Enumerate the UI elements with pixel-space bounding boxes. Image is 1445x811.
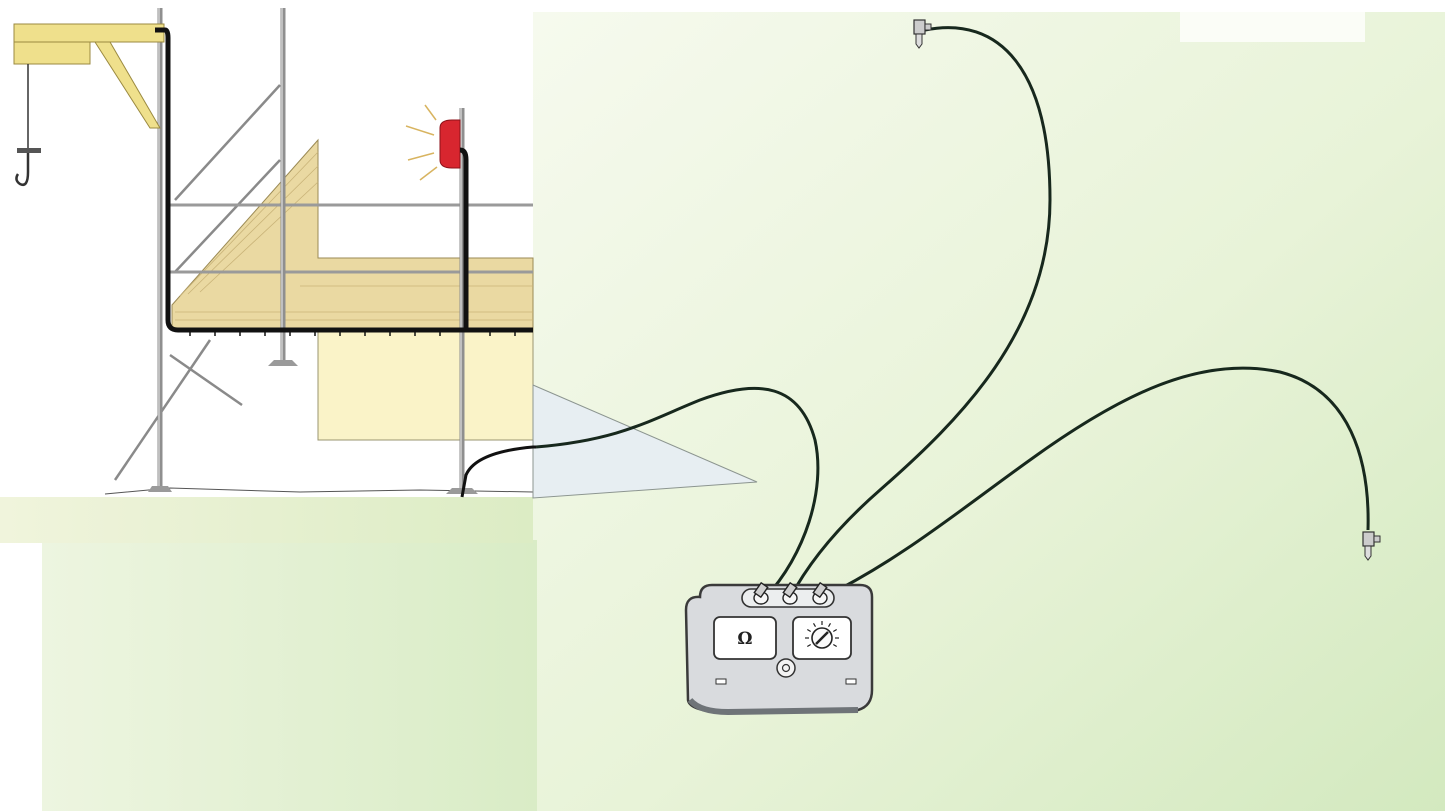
- warning-beacon: [405, 104, 461, 181]
- beacon-conductor: [459, 147, 469, 330]
- status-led-right: [845, 678, 857, 685]
- building-wall: [317, 329, 534, 441]
- earth-resistance-meter: Ω: [684, 581, 874, 716]
- background-panel-bottom: [42, 540, 537, 811]
- display-window: [713, 616, 777, 660]
- test-lead-ground: [460, 445, 536, 498]
- grounding-conductor: [155, 27, 533, 333]
- callout-wedge: [532, 384, 758, 499]
- ground-strip: [0, 497, 533, 543]
- rotary-dial-icon: [805, 621, 839, 649]
- status-led-left: [715, 678, 727, 685]
- top-right-white-patch: [1180, 12, 1365, 42]
- hoist-crane: [13, 23, 165, 186]
- test-lead-3: [821, 366, 1370, 600]
- scaffold-illustration: [0, 0, 534, 543]
- hook-icon: [15, 153, 30, 186]
- ohm-symbol: Ω: [737, 629, 752, 649]
- test-lead-1: [535, 386, 820, 600]
- background-panel-right: [533, 12, 1445, 811]
- push-button: [776, 658, 796, 678]
- probe-right-icon: [1362, 531, 1381, 561]
- test-lead-2: [788, 26, 1052, 599]
- probe-top-icon: [913, 19, 932, 49]
